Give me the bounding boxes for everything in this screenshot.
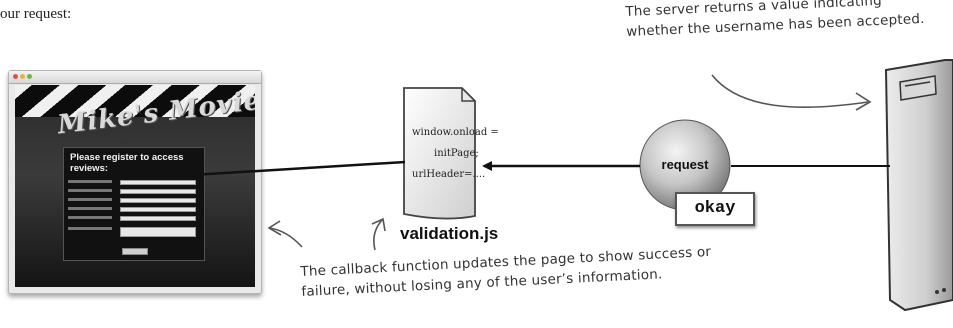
browser-titlebar — [9, 71, 261, 84]
form-row — [68, 216, 198, 221]
form-heading: Please register to access reviews: — [70, 152, 184, 174]
field-label — [68, 207, 112, 210]
script-document-icon — [403, 87, 476, 220]
page-pointer-arrow — [269, 227, 303, 248]
field-label — [68, 198, 112, 201]
code-line: urlHeader=.... — [412, 169, 486, 180]
form-row — [68, 198, 198, 203]
server-pointer-arrow — [711, 74, 869, 108]
field-label — [68, 227, 112, 230]
code-line: window.onload = — [412, 127, 499, 138]
genre-select[interactable] — [120, 227, 196, 237]
form-row — [68, 189, 198, 194]
response-value-box: okay — [675, 192, 755, 226]
close-dot-icon — [13, 74, 18, 79]
first-name-field[interactable] — [120, 198, 196, 203]
form-row — [68, 227, 198, 237]
field-label — [68, 189, 112, 192]
maximize-dot-icon — [27, 74, 32, 79]
server-pointer-arrowhead — [855, 92, 872, 111]
server-icon — [884, 59, 953, 312]
script-filename: validation.js — [400, 224, 499, 243]
clapperboard-stripes — [15, 85, 255, 117]
field-label — [68, 216, 112, 219]
registration-form: Please register to access reviews: — [63, 147, 205, 261]
email-field[interactable] — [120, 216, 196, 221]
page-pointer-arrowhead — [267, 220, 282, 236]
minimize-dot-icon — [20, 74, 25, 79]
code-line: initPage; — [434, 148, 479, 159]
browser-window: Mike's Movies Please register to access … — [8, 70, 262, 294]
register-button[interactable] — [122, 248, 148, 255]
username-field[interactable] — [120, 180, 196, 185]
form-row — [68, 207, 198, 212]
field-label — [68, 180, 112, 183]
script-pointer-arrow — [373, 219, 383, 251]
script-pointer-arrowhead — [371, 217, 386, 232]
password-field[interactable] — [120, 189, 196, 194]
code-snippet: window.onload = initPage; urlHeader=.... — [412, 122, 522, 185]
intro-text: our request: — [0, 6, 72, 22]
last-name-field[interactable] — [120, 207, 196, 212]
web-page: Mike's Movies Please register to access … — [15, 85, 255, 287]
form-row — [68, 180, 198, 185]
request-label: request — [661, 157, 709, 172]
script-to-page-arrow — [190, 160, 406, 180]
